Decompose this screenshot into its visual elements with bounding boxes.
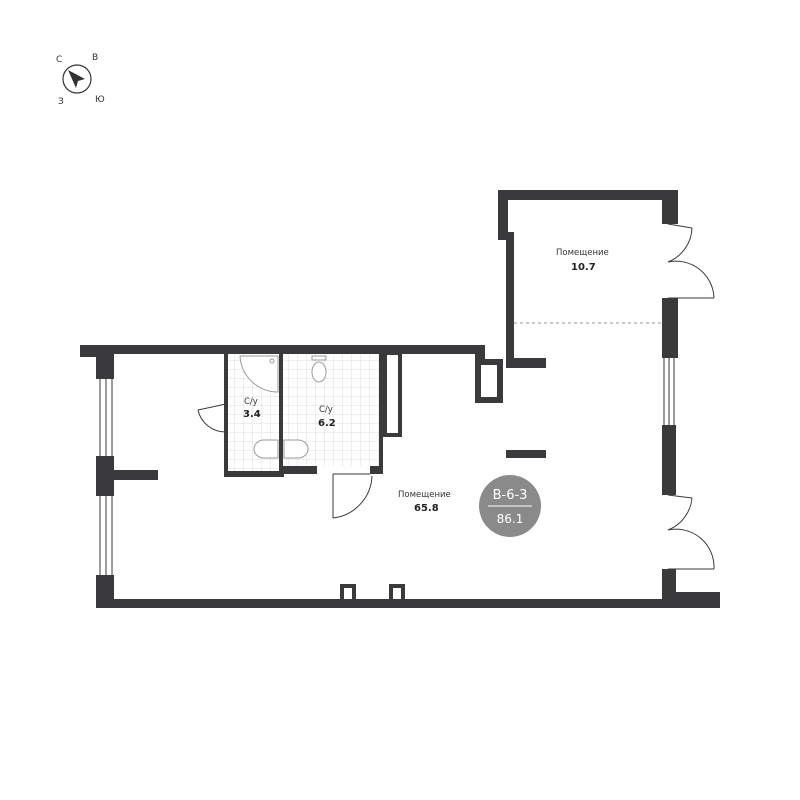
wall-upper-room-top: [498, 190, 678, 200]
shower-drain-icon: [269, 358, 275, 364]
wall-upper-room-stub: [506, 358, 546, 368]
wall-left-upper: [96, 357, 114, 379]
walls: [80, 190, 720, 608]
wall-top-left-corner: [80, 345, 114, 357]
post-1-hole: [344, 588, 352, 599]
compass-arrow-icon: [68, 70, 85, 88]
door-bath-1-arc: [197, 409, 227, 433]
apartment-badge: В-6-3 86.1: [479, 475, 541, 537]
wall-upper-room-left: [506, 232, 514, 362]
sink-1-icon: [253, 439, 279, 459]
bathroom-1-name: С/у: [244, 397, 258, 407]
compass: С В Ю З: [56, 53, 105, 107]
door-upper-right-arc-b: [667, 260, 715, 299]
door-lower-right-arc-b: [667, 528, 715, 570]
compass-north: С: [56, 55, 62, 65]
wall-bath-2-right: [379, 353, 383, 474]
room-large-area: 65.8: [414, 503, 439, 514]
wall-bath-divider: [279, 353, 283, 471]
wall-bottom-right-corner: [662, 592, 720, 608]
sink-2-icon: [283, 439, 309, 459]
wall-column-bar: [506, 450, 546, 458]
wall-bath-2-bottom-left: [282, 466, 317, 474]
door-lower-right-leaf-a: [667, 494, 693, 499]
compass-west: З: [58, 97, 64, 107]
door-upper-right-arc-a: [667, 227, 693, 263]
wall-shaft: [475, 359, 503, 403]
doors: [197, 223, 715, 570]
door-bath-2-arc: [332, 475, 373, 519]
door-lower-right-arc-a: [667, 497, 693, 531]
wall-right-middle: [662, 425, 676, 495]
wall-bottom: [96, 599, 666, 608]
post-2-hole: [393, 588, 401, 599]
windows: [99, 358, 675, 575]
room-large-name: Помещение: [398, 490, 451, 500]
room-small-name: Помещение: [556, 248, 609, 258]
bathroom-2-name: С/у: [319, 405, 333, 415]
shower-icon: [239, 355, 279, 393]
wall-bath-1-bottom: [224, 471, 284, 477]
fixtures: [239, 355, 327, 459]
wall-bath-1-left-upper: [224, 353, 228, 475]
wall-top-step: [475, 345, 485, 365]
badge-code: В-6-3: [493, 488, 528, 503]
hollow-walls: [344, 351, 503, 599]
door-upper-right-leaf-a: [667, 223, 693, 229]
wall-left-stub: [110, 470, 158, 480]
compass-south: Ю: [95, 95, 105, 105]
wall-top: [110, 345, 485, 354]
room-small-area: 10.7: [571, 262, 596, 273]
compass-east: В: [92, 53, 98, 63]
room-labels: Помещение 10.7 С/у 3.4 С/у 6.2 Помещение…: [243, 248, 609, 514]
bathroom-2-area: 6.2: [318, 418, 336, 429]
wall-bath-2-bottom-right: [370, 466, 382, 474]
toilet-bowl-icon: [311, 361, 327, 383]
wall-right-top: [662, 190, 678, 224]
bathroom-1-area: 3.4: [243, 409, 261, 420]
badge-total-area: 86.1: [497, 512, 524, 526]
wall-upper-room-left-top: [498, 190, 508, 240]
wall-bath-2-shaft: [383, 351, 402, 437]
toilet-tank-icon: [311, 355, 327, 361]
wall-left-middle: [96, 456, 114, 496]
compass-ring: [62, 64, 92, 94]
door-bath-1-leaf: [197, 403, 227, 411]
wall-right-upper: [662, 298, 678, 358]
